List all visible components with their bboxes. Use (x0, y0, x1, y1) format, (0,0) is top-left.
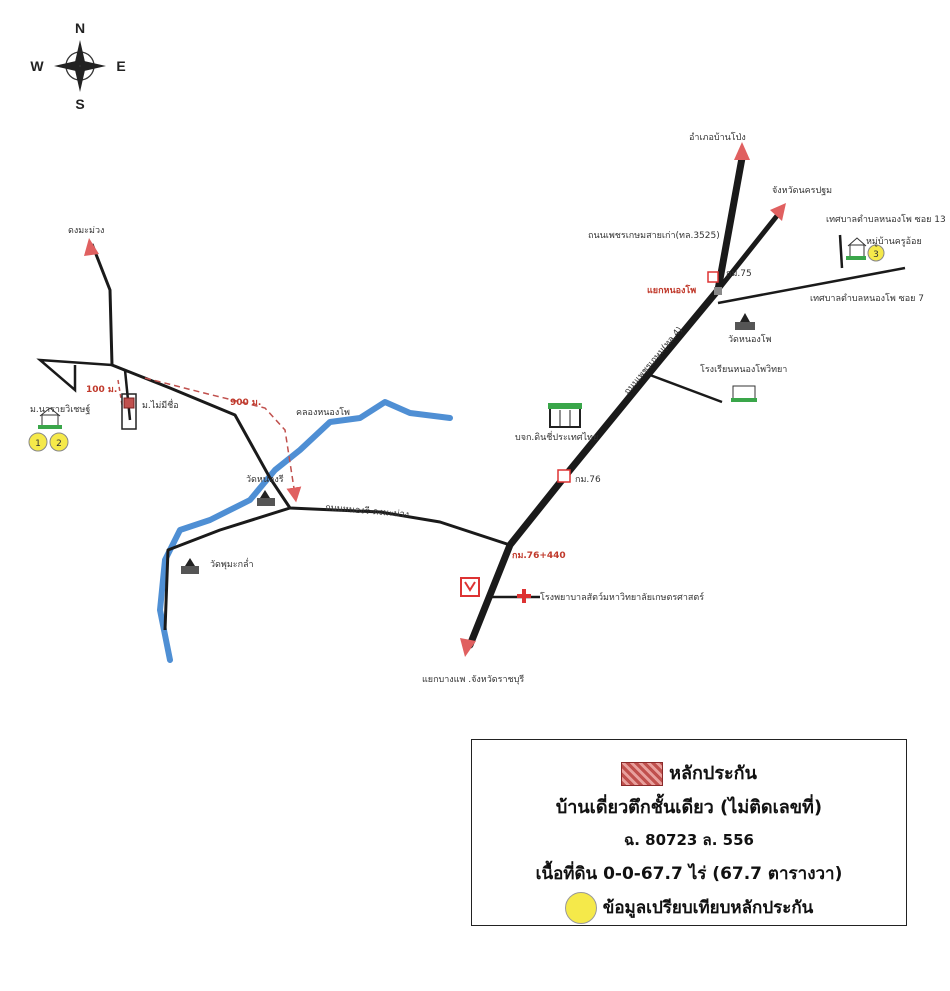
collateral-swatch-icon (621, 762, 664, 786)
legend-collateral-row: หลักประกัน (472, 758, 906, 787)
comparison-marker-1 (28, 432, 48, 452)
marker-label-2: 2 (56, 439, 62, 449)
label-km75: กม.75 (726, 269, 752, 279)
legend-collateral: หลักประกัน (669, 763, 757, 784)
km-marker-icon (557, 469, 571, 483)
legend-house: บ้านเดี่ยวตึกชั้นเดียว (ไม่ติดเลขที่) (555, 797, 823, 818)
marker-label-1: 1 (35, 439, 41, 449)
road-phetkasem (466, 154, 746, 649)
label-wat-phu-makham: วัดพุมะกล่ำ (210, 557, 254, 570)
label-tessaban-soi7: เทศบาลตำบลหนองโพ ซอย 7 (810, 293, 924, 304)
label-yaek-bang-phae: แยกบางแพ .จังหวัดราชบุรี (422, 674, 524, 685)
label-hospital: โรงพยาบาลสัตว์มหาวิทยาลัยเกษตรศาสตร์ (540, 591, 704, 603)
compass-west: W (30, 58, 44, 74)
marker-label-3: 3 (873, 250, 879, 260)
road-mai-mi-chue (123, 369, 132, 421)
house-icon (38, 407, 62, 429)
label-mu-ban-khruoi: หมู่บ้านครูอ้อย (866, 236, 922, 247)
label-nakhon-pathom: จังหวัดนครปฐม (772, 186, 832, 196)
label-900m: 900 ม. (230, 398, 261, 408)
legend-comparison-row: ข้อมูลเปรียบเทียบหลักประกัน (472, 892, 906, 924)
label-m-narai-wisut: ม.นารายวิเชษฐ์ (30, 403, 90, 415)
compass-icon: N S E W (30, 20, 125, 112)
arrow-nakhon-pathom (770, 203, 786, 221)
temple-icon (181, 558, 199, 574)
route-arrow-900m (144, 377, 302, 503)
compass-south: S (75, 96, 84, 112)
label-yaek-nong-pho: แยกหนองโพ (647, 284, 696, 296)
label-km76-440: กม.76+440 (512, 551, 566, 561)
label-school: โรงเรียนหนองโพวิทยา (700, 364, 787, 375)
label-amphoe-ban-pong: อำเภอบ้านโป่ง (689, 132, 746, 143)
label-company: บจก.ดินชี่ประเทศไทย (515, 430, 598, 443)
label-km76: กม.76 (575, 475, 601, 485)
road-tessaban-soi13 (838, 234, 844, 269)
compass-north: N (75, 20, 85, 36)
collateral-property (123, 397, 135, 409)
factory-icon (548, 403, 582, 428)
legend-deed: ฉ. 80723 ล. 556 (624, 831, 754, 849)
road-school (649, 373, 723, 404)
label-khlong-nong-pho: คลองหนองโพ (296, 407, 350, 418)
road-to-nakhon-pathom (715, 209, 783, 293)
comparison-marker-2 (49, 432, 69, 452)
arrow-down-bang-phae (460, 638, 476, 657)
road-west-narai (36, 358, 113, 393)
comparison-dot-icon (564, 892, 597, 924)
label-m-mai-mi-chue: ม.ไม่มีชื่อ (142, 398, 179, 411)
label-tessaban-soi13: เทศบาลตำบลหนองโพ ซอย 13 (826, 214, 946, 225)
school-icon (731, 385, 757, 402)
road-nong-ri-dong-ma-muang (90, 243, 511, 547)
map-legend: หลักประกัน บ้านเดี่ยวตึกชั้นเดียว (ไม่ติ… (471, 739, 907, 926)
label-phetkasem-old: ถนนเพชรเกษมสายเก่า(ทล.3525) (588, 231, 720, 241)
km-marker-icon (707, 271, 719, 283)
house-icon-3 (846, 237, 867, 260)
label-wat-nong-pho: วัดหนองโพ (728, 334, 772, 345)
comparison-marker-3 (867, 244, 885, 262)
junction-marker (714, 287, 722, 295)
temple-icon (257, 490, 275, 506)
river-khlong-nong-pho (157, 399, 453, 663)
arrow-dong-ma-muang (84, 238, 99, 256)
temple-icon (735, 313, 755, 330)
km-marker-icon (460, 577, 480, 597)
label-wat-nong-ri: วัดหนองรี (246, 474, 284, 485)
compass-east: E (116, 58, 125, 74)
hospital-icon (517, 589, 531, 603)
road-wat-phu-makham (163, 506, 291, 631)
label-100m: 100 ม. (86, 385, 117, 395)
label-phetkasem: ถนนเพชรเกษม(ทล.4) (623, 325, 685, 397)
label-thanon-nong-ri: ถนนหนองรี-ดงมะม่วง (325, 502, 410, 520)
label-dong-ma-muang: ดงมะม่วง (68, 226, 104, 236)
legend-area: เนื้อที่ดิน 0-0-67.7 ไร่ (67.7 ตารางวา) (535, 864, 843, 884)
legend-comparison: ข้อมูลเปรียบเทียบหลักประกัน (602, 898, 814, 918)
property-block (121, 393, 137, 430)
road-tessaban-soi7 (717, 266, 906, 305)
arrow-up-ban-pong (734, 142, 750, 160)
